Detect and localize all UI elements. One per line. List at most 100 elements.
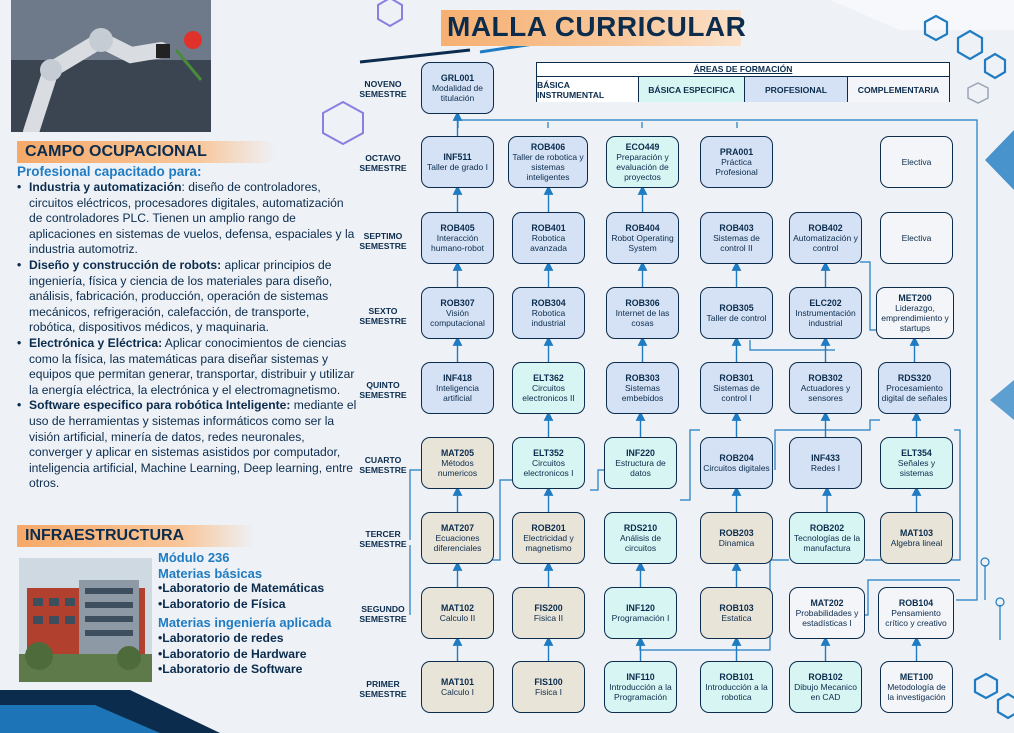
course-code: ELT352 — [533, 448, 564, 458]
course-code: ROB102 — [808, 672, 843, 682]
course-name: Introducción a la Programación — [609, 682, 672, 702]
course-name: Internet de las cosas — [615, 308, 670, 328]
course-code: GRL001 — [440, 73, 475, 83]
campo-item: •Industria y automatización: diseño de c… — [17, 180, 355, 257]
infra-basicas-title: Materias básicas — [158, 565, 263, 581]
course-name: Calculo II — [439, 613, 476, 623]
course-name: Sistemas embebidos — [621, 383, 664, 403]
robot-arm-photo — [11, 0, 211, 132]
course-name: Sistemas de control II — [713, 233, 760, 253]
campo-item: •Electrónica y Eléctrica: Aplicar conoci… — [17, 335, 355, 397]
course-name: Circuitos digitales — [703, 463, 770, 473]
course-code: ROB103 — [719, 603, 754, 613]
course-name: Ecuaciones diferenciales — [433, 533, 482, 553]
course-code: ROB307 — [440, 298, 475, 308]
course-name: Inteligencia artificial — [435, 383, 479, 403]
course-name: Dibujo Mecanico en CAD — [794, 682, 857, 702]
course-name: Práctica Profesional — [715, 157, 758, 177]
course-code: MAT103 — [899, 528, 934, 538]
course-name: Taller de grado I — [427, 162, 488, 172]
course-name: Pensamiento crítico y creativo — [885, 608, 947, 628]
course-name: Algebra lineal — [890, 538, 943, 548]
course-code: RDS210 — [623, 523, 658, 533]
campo-item: •Diseño y construcción de robots: aplica… — [17, 257, 333, 335]
course-code: ELT362 — [533, 373, 564, 383]
course-name: Electricidad y magnetismo — [523, 533, 574, 553]
course-name: Fisica I — [535, 687, 562, 697]
course-card-electiva-7[interactable]: Electiva — [880, 212, 953, 264]
page-title: MALLA CURRICULAR — [447, 11, 747, 42]
campo-item: •Software especifico para robótica Intel… — [17, 398, 357, 491]
prerequisite-connector — [590, 469, 604, 491]
course-code: ROB302 — [808, 373, 843, 383]
prerequisite-connector — [860, 261, 876, 331]
course-code: MAT207 — [440, 523, 475, 533]
course-name: Dinamica — [718, 538, 755, 548]
infra-aplicada-item: •Laboratorio de Software — [158, 662, 303, 677]
course-code: ELC202 — [809, 298, 842, 308]
course-name: Circuitos electronicos I — [523, 458, 574, 478]
course-code: MET100 — [899, 672, 934, 682]
course-name: Métodos numericos — [437, 458, 478, 478]
course-card-electiva-8[interactable]: Electiva — [880, 136, 953, 188]
course-code: PRA001 — [719, 147, 754, 157]
course-code: ROB203 — [719, 528, 754, 538]
course-name: Metodología de la investigación — [887, 682, 946, 702]
legend-basica-especifica: BÁSICA ESPECIFICA — [639, 76, 745, 102]
course-name: Circuitos electronicos II — [522, 383, 575, 403]
building-photo — [19, 558, 152, 682]
infra-basicas-item: •Laboratorio de Física — [158, 596, 286, 611]
course-code: INF110 — [626, 672, 655, 682]
course-code: ELT354 — [901, 448, 932, 458]
course-name: Procesamiento digital de señales — [881, 383, 948, 403]
